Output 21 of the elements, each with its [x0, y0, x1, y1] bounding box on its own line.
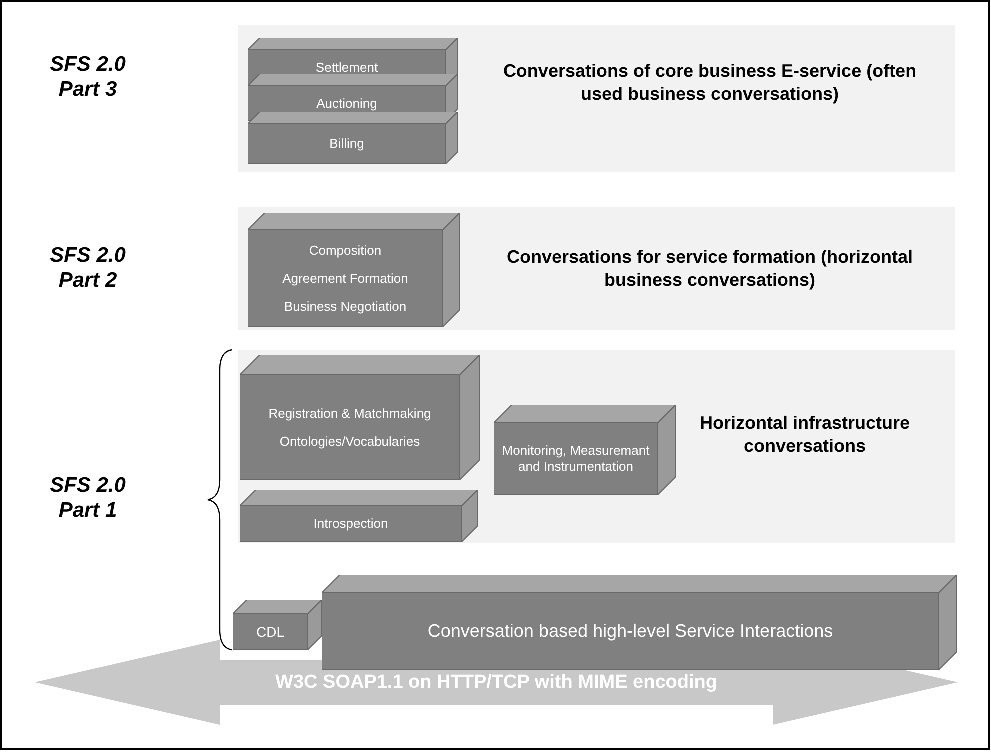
layer-title: Conversations for service formation (horizontal business conversations) [506, 246, 914, 292]
layer-band [238, 207, 955, 330]
part-label: SFS 2.0 Part 3 [49, 52, 127, 102]
layer-band [238, 350, 955, 543]
block-label: Auctioning [316, 96, 378, 112]
block-label: Business Negotiation [284, 298, 407, 314]
layer-title: Horizontal infrastructure conversations [698, 412, 912, 458]
block-label: Conversation based high-level Service Interactions [428, 620, 834, 643]
block-label: Registration & Matchmaking [268, 406, 432, 422]
block-label: Composition [309, 242, 382, 258]
layer-title: Conversations of core business E-service (often used business conversations) [502, 60, 918, 106]
block-label: CDL [256, 622, 284, 642]
block-label: Introspection [314, 516, 388, 532]
part-label: SFS 2.0 Part 1 [49, 473, 127, 523]
block-label: Agreement Formation [282, 270, 408, 286]
layer-band [238, 25, 955, 172]
block-label: Billing [330, 136, 364, 152]
block-label: Ontologies/Vocabularies [280, 434, 420, 450]
block-label: Monitoring, Measuremant and Instrumentation [501, 443, 651, 475]
block-label: Settlement [316, 60, 378, 76]
part-label: SFS 2.0 Part 2 [49, 243, 127, 293]
